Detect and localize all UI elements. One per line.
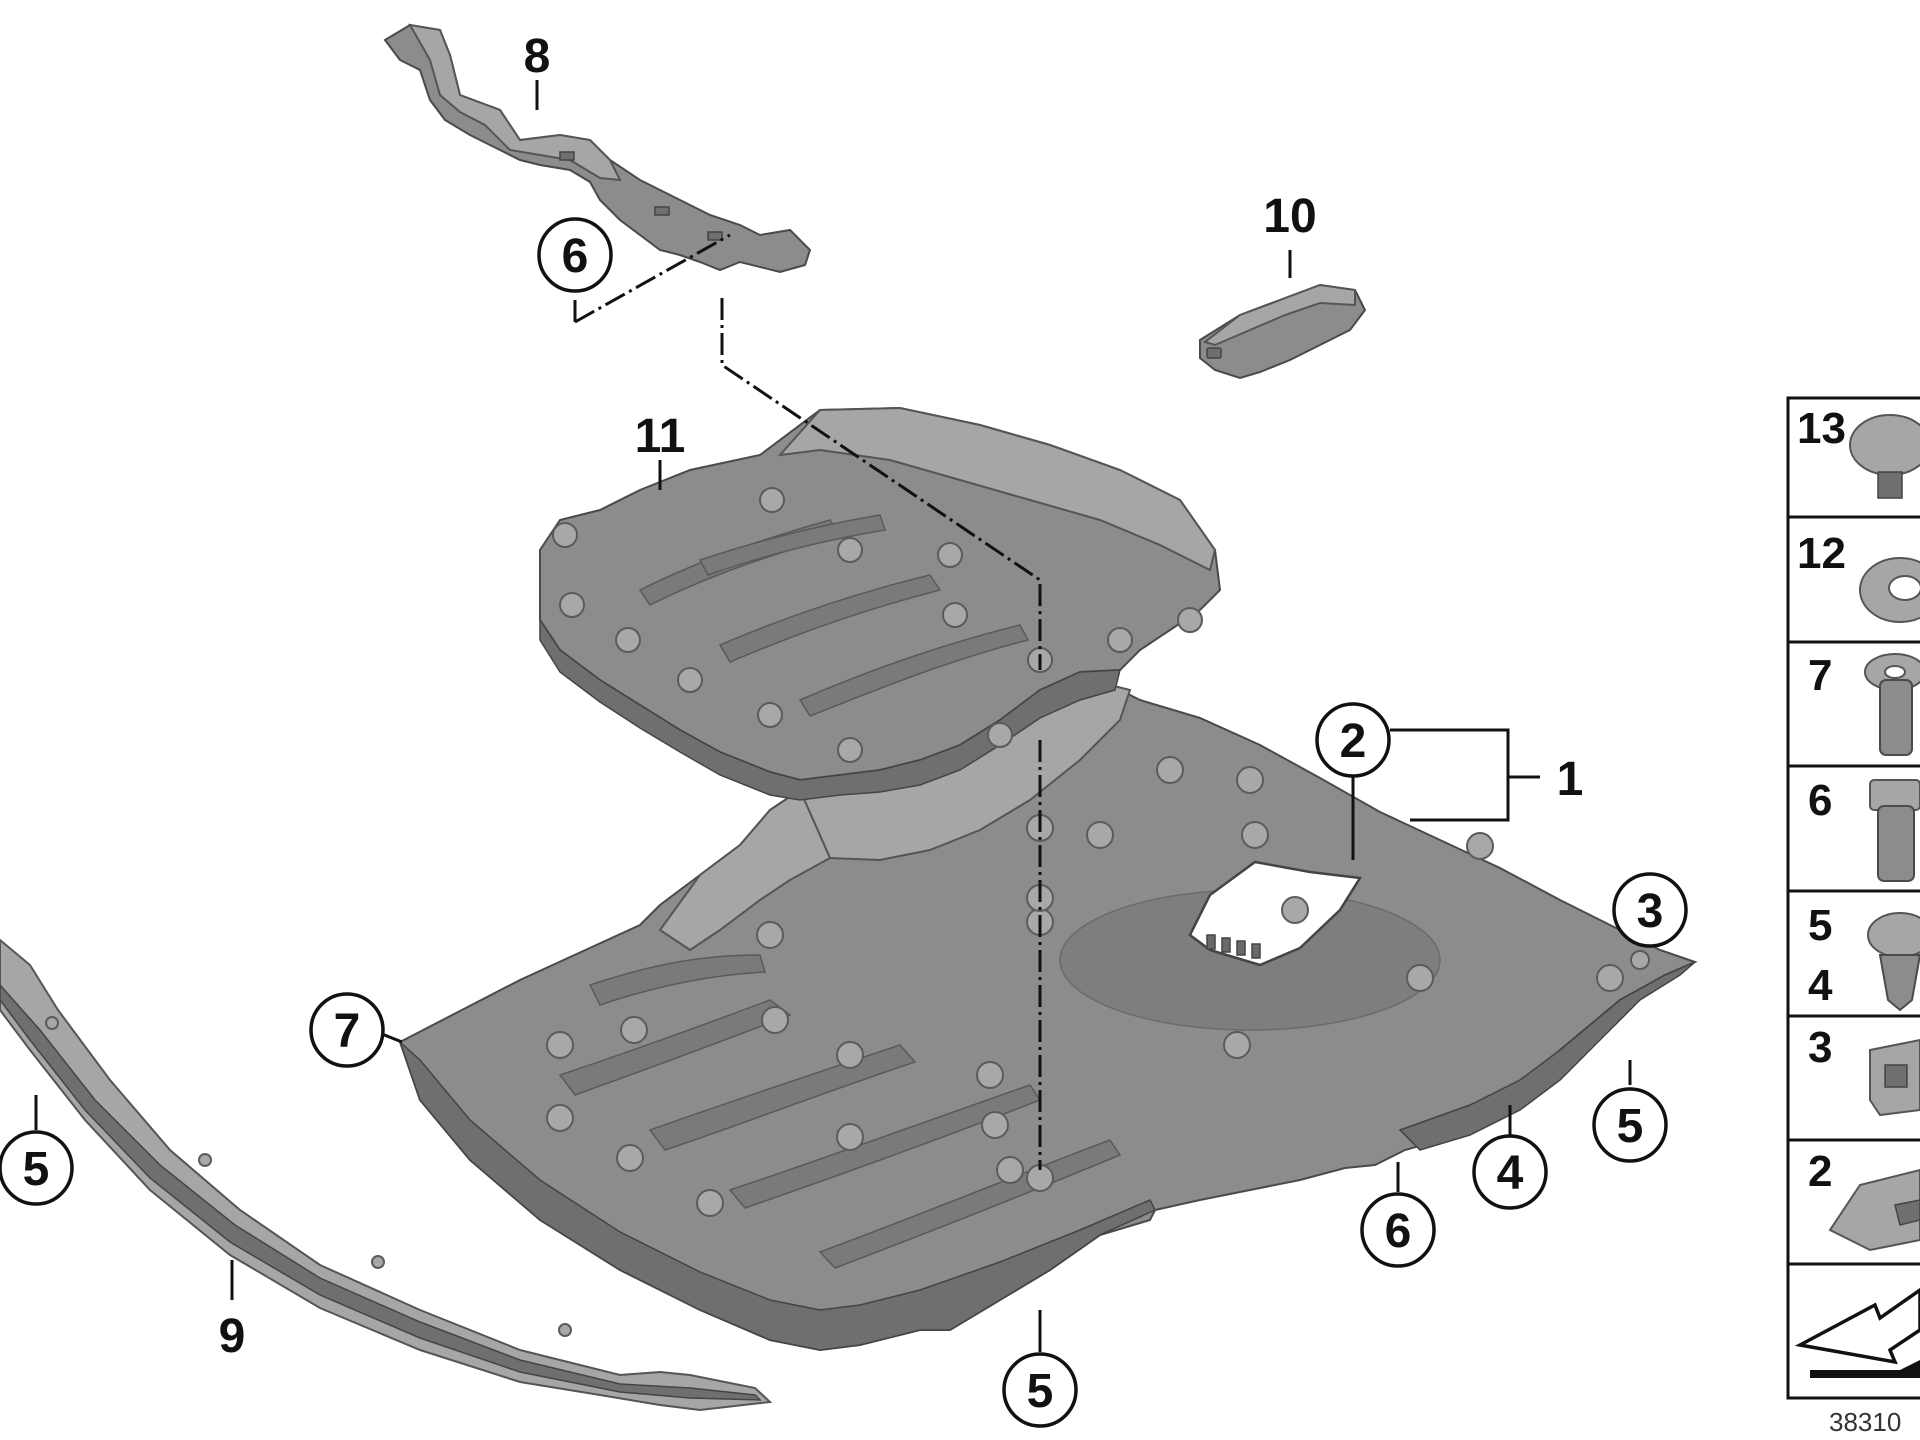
callout-2: 2	[1315, 702, 1391, 778]
callout-8: 8	[524, 30, 551, 83]
svg-text:5: 5	[1617, 1100, 1644, 1153]
svg-text:4: 4	[1497, 1147, 1524, 1200]
svg-text:6: 6	[1385, 1205, 1412, 1258]
orientation-arrow-icon	[1794, 1287, 1920, 1378]
svg-text:3: 3	[1637, 885, 1664, 938]
callout-6-bottom: 6	[1360, 1192, 1436, 1268]
part-8-bracket	[383, 23, 812, 274]
legend-row-12: 12	[1797, 529, 1920, 623]
callout-5-left: 5	[0, 1130, 74, 1206]
callout-11: 11	[635, 410, 686, 463]
fastener-legend: 13 12 7 6 5 4	[1786, 396, 1920, 1400]
svg-text:5: 5	[23, 1143, 50, 1196]
svg-text:8: 8	[524, 30, 551, 83]
legend-row-3: 3	[1808, 1023, 1920, 1117]
part-9-trim-strip	[0, 938, 773, 1412]
legend-row-13: 13	[1797, 404, 1920, 499]
svg-text:7: 7	[334, 1005, 361, 1058]
svg-text:2: 2	[1340, 715, 1367, 768]
callout-10: 10	[1263, 190, 1316, 243]
svg-text:10: 10	[1263, 190, 1316, 243]
callout-5-right: 5	[1592, 1087, 1668, 1163]
svg-text:9: 9	[219, 1310, 246, 1363]
part-10-cover-plate	[1199, 283, 1367, 380]
part-11-shield-plate	[539, 406, 1222, 801]
legend-row-7: 7	[1808, 651, 1920, 756]
legend-row-6: 6	[1808, 776, 1920, 882]
callout-5-bottom: 5	[1002, 1352, 1078, 1428]
part-1-underbody-panel	[398, 670, 1698, 1352]
svg-text:13: 13	[1797, 404, 1846, 453]
callout-6-top: 6	[537, 217, 613, 293]
svg-text:4: 4	[1808, 961, 1833, 1010]
svg-text:5: 5	[1808, 901, 1832, 950]
legend-row-5-4: 5 4	[1808, 901, 1920, 1012]
callout-9: 9	[219, 1310, 246, 1363]
svg-text:12: 12	[1797, 529, 1846, 578]
part-3-clip-position	[1630, 950, 1650, 970]
svg-text:7: 7	[1808, 651, 1832, 700]
callout-4: 4	[1472, 1134, 1548, 1210]
callout-7: 7	[309, 992, 385, 1068]
svg-text:11: 11	[635, 410, 686, 463]
svg-text:6: 6	[562, 230, 589, 283]
svg-text:1: 1	[1557, 753, 1584, 806]
svg-text:3: 3	[1808, 1023, 1832, 1072]
svg-text:2: 2	[1808, 1147, 1832, 1196]
leader-lines	[34, 80, 1652, 1352]
svg-text:5: 5	[1027, 1365, 1054, 1418]
diagram-code: 38310	[1829, 1407, 1901, 1437]
svg-text:6: 6	[1808, 776, 1832, 825]
callout-1: 1	[1557, 753, 1584, 806]
legend-row-2: 2	[1808, 1147, 1920, 1252]
callout-3: 3	[1612, 872, 1688, 948]
